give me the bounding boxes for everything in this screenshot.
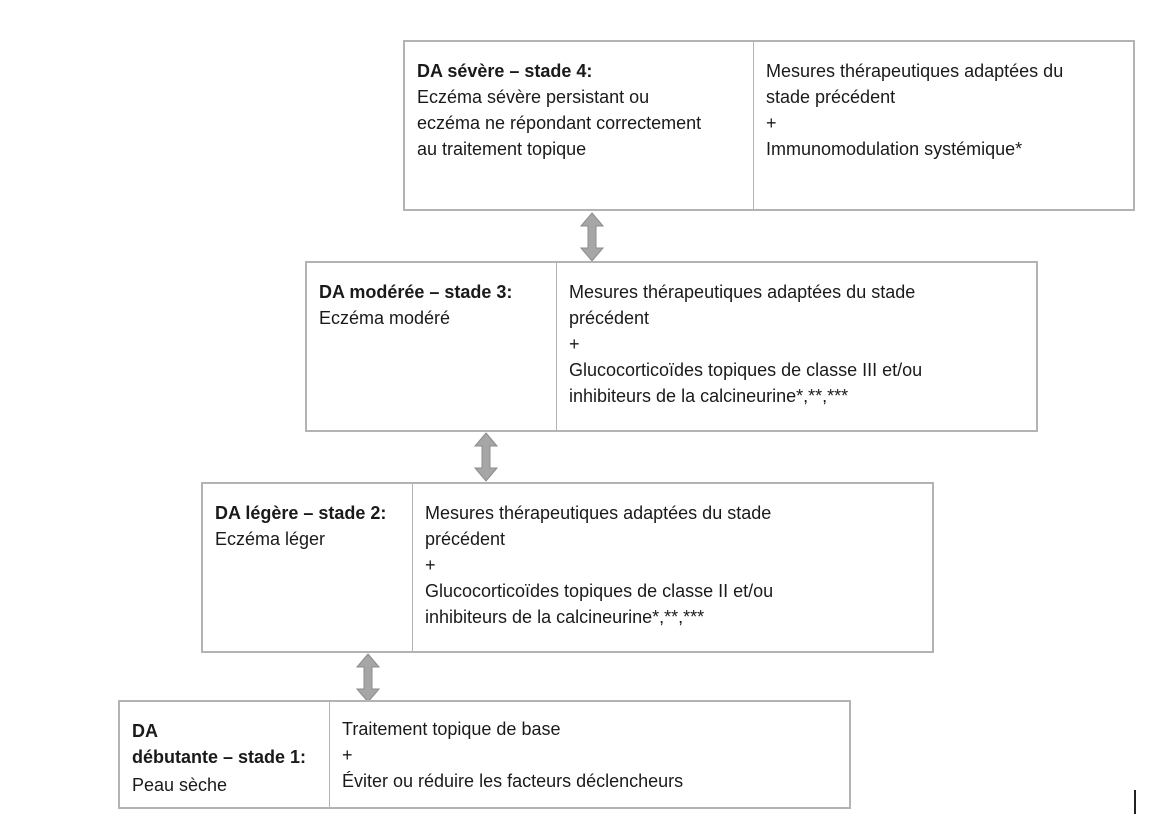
stage-4-desc-line: eczéma ne répondant correctement bbox=[417, 113, 702, 133]
stage-1-title-line: DA bbox=[132, 721, 158, 741]
stage-2-treatment-line: inhibiteurs de la calcineurine*,**,*** bbox=[425, 607, 705, 627]
double-arrow-icon bbox=[580, 212, 604, 262]
stage-4-treatment-line: stade précédent bbox=[766, 87, 896, 107]
stage-2-desc-line: Eczéma léger bbox=[215, 529, 326, 549]
stage-4-condition: DA sévère – stade 4: Eczéma sévère persi… bbox=[405, 42, 754, 209]
double-arrow-icon bbox=[474, 432, 498, 482]
stage-2-condition: DA légère – stade 2: Eczéma léger bbox=[203, 484, 413, 651]
stage-4-treatment-line: Mesures thérapeutiques adaptées du bbox=[766, 61, 1064, 81]
stage-1-desc-line: Peau sèche bbox=[132, 775, 228, 795]
stage-2-box: DA légère – stade 2: Eczéma léger Mesure… bbox=[201, 482, 934, 653]
stage-2-treatment-line: précédent bbox=[425, 529, 506, 549]
text-cursor bbox=[1134, 790, 1136, 814]
stage-4-treatment: Mesures thérapeutiques adaptées du stade… bbox=[754, 42, 1133, 209]
stage-2-treatment-line: Mesures thérapeutiques adaptées du stade bbox=[425, 503, 772, 523]
stage-3-treatment-line: précédent bbox=[569, 308, 650, 328]
stage-3-treatment-line: inhibiteurs de la calcineurine*,**,*** bbox=[569, 386, 849, 406]
stage-3-condition: DA modérée – stade 3: Eczéma modéré bbox=[307, 263, 557, 430]
stage-4-box: DA sévère – stade 4: Eczéma sévère persi… bbox=[403, 40, 1135, 211]
stage-2-treatment-line: Glucocorticoïdes topiques de classe II e… bbox=[425, 581, 774, 601]
stage-1-condition: DA débutante – stade 1: Peau sèche bbox=[120, 702, 330, 807]
stage-4-title: DA sévère – stade 4: bbox=[417, 61, 593, 81]
stage-3-box: DA modérée – stade 3: Eczéma modéré Mesu… bbox=[305, 261, 1038, 432]
stage-3-treatment-line: Mesures thérapeutiques adaptées du stade bbox=[569, 282, 916, 302]
stage-1-treatment: Traitement topique de base + Éviter ou r… bbox=[330, 702, 849, 807]
stage-2-treatment-line: + bbox=[425, 555, 436, 575]
stage-1-title-line: débutante – stade 1: bbox=[132, 747, 307, 767]
stage-3-treatment: Mesures thérapeutiques adaptées du stade… bbox=[557, 263, 1036, 430]
stage-3-treatment-line: + bbox=[569, 334, 580, 354]
stage-3-treatment-line: Glucocorticoïdes topiques de classe III … bbox=[569, 360, 923, 380]
stage-2-treatment: Mesures thérapeutiques adaptées du stade… bbox=[413, 484, 932, 651]
stage-2-title: DA légère – stade 2: bbox=[215, 503, 387, 523]
stage-3-desc-line: Eczéma modéré bbox=[319, 308, 451, 328]
stage-4-desc-line: au traitement topique bbox=[417, 139, 587, 159]
double-arrow-icon bbox=[356, 653, 380, 703]
stage-1-treatment-line: + bbox=[342, 745, 353, 765]
stage-1-box: DA débutante – stade 1: Peau sèche Trait… bbox=[118, 700, 851, 809]
stage-4-desc-line: Eczéma sévère persistant ou bbox=[417, 87, 650, 107]
stage-4-treatment-line: Immunomodulation systémique* bbox=[766, 139, 1023, 159]
stage-1-treatment-line: Traitement topique de base bbox=[342, 719, 561, 739]
stage-3-title: DA modérée – stade 3: bbox=[319, 282, 513, 302]
stage-1-treatment-line: Éviter ou réduire les facteurs déclenche… bbox=[342, 771, 684, 791]
stage-4-treatment-line: + bbox=[766, 113, 777, 133]
